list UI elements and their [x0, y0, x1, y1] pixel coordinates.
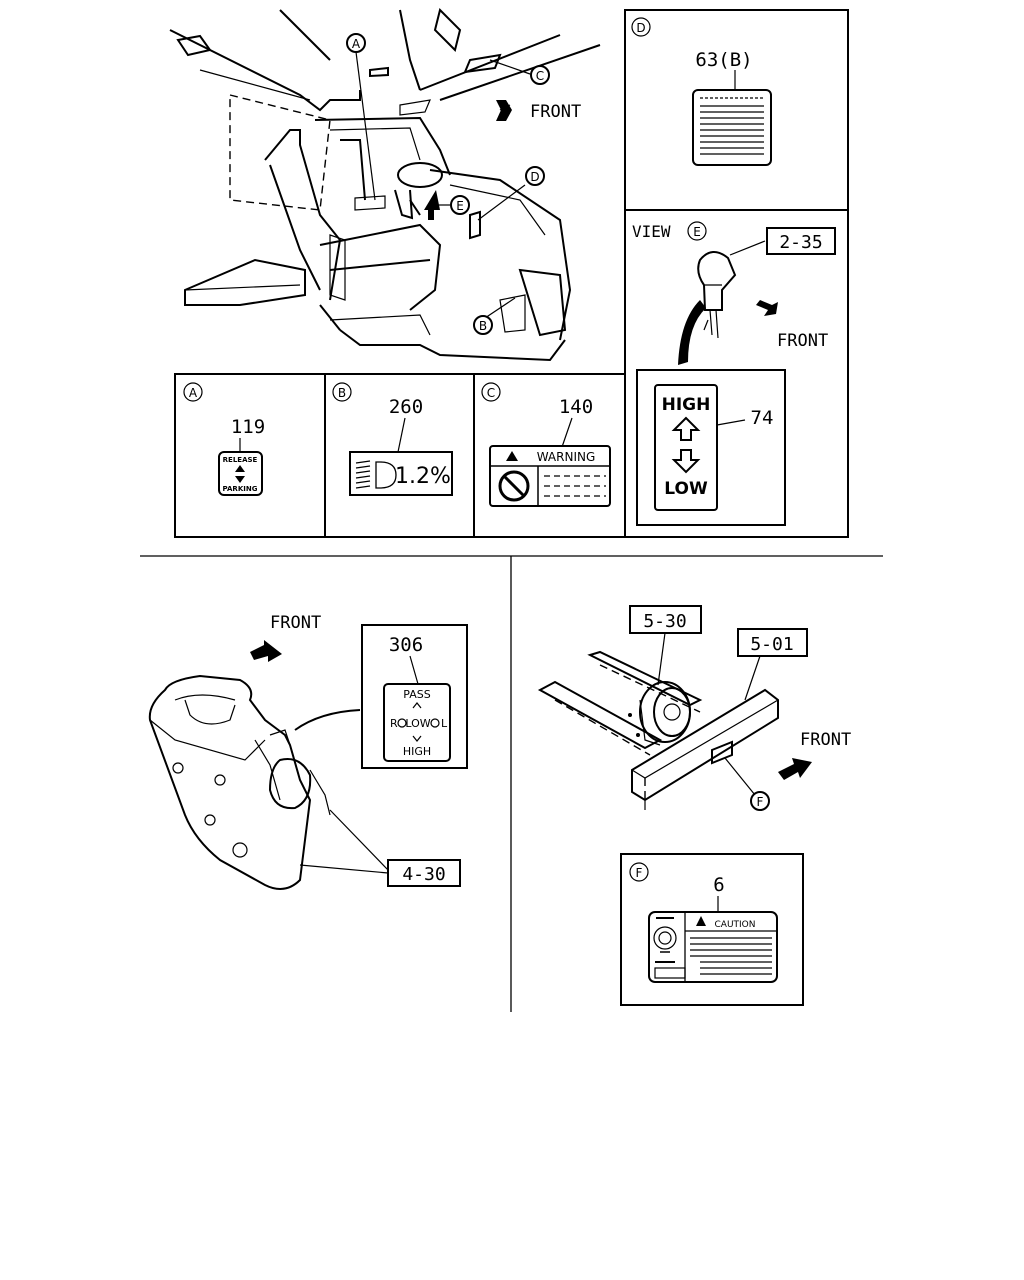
svg-text:E: E: [456, 199, 464, 213]
prohibition-icon: [498, 470, 530, 502]
ref-5-30: 5-30: [643, 611, 686, 632]
panel-d-letter: D: [636, 21, 645, 35]
front-arrow-icon: [250, 640, 282, 662]
view-label: VIEW: [632, 222, 671, 241]
panel-a-parking: PARKING: [223, 485, 258, 493]
ref-4-30: 4-30: [402, 864, 445, 885]
callout-d: D: [525, 166, 545, 186]
panel-b-value: 1.2%: [395, 464, 451, 489]
panel-f: F 6 CAUTION: [620, 853, 804, 1006]
dial-icon: [653, 926, 677, 950]
panel-d-part: 63(B): [695, 49, 752, 71]
panel-c: C 140 WARNING: [481, 382, 611, 507]
panel-c-letter: C: [487, 386, 495, 400]
stalk-part: 306: [389, 634, 423, 656]
ref-2-35: 2-35: [779, 232, 822, 253]
panel-c-part: 140: [559, 396, 593, 418]
panel-e-low: LOW: [664, 479, 708, 499]
arrow-down-icon: [671, 449, 701, 474]
stalk-low: LOW: [405, 717, 430, 730]
cab-interior-illustration: FRONT A C D E B: [169, 8, 601, 362]
callout-c: C: [530, 65, 550, 85]
stalk-high: HIGH: [403, 745, 431, 758]
callout-a: A: [346, 33, 366, 53]
stalk-pass: PASS: [403, 688, 430, 701]
svg-text:B: B: [479, 319, 487, 333]
panel-a: A 119 RELEASE PARKING: [183, 382, 265, 496]
panel-c-warning: WARNING: [537, 450, 596, 464]
stalk-r: R: [390, 717, 398, 730]
view-e-letter: E: [693, 225, 701, 239]
warning-icon: [506, 451, 518, 461]
svg-text:A: A: [352, 37, 361, 51]
front-label-switch: FRONT: [270, 613, 321, 633]
ref-5-01: 5-01: [750, 634, 793, 655]
panel-f-letter: F: [636, 866, 643, 880]
front-label-view-e: FRONT: [777, 331, 828, 351]
front-arrow-frame-icon: [778, 758, 812, 780]
caution-icon: [696, 916, 706, 926]
panel-a-letter: A: [189, 386, 198, 400]
callout-b: B: [473, 315, 493, 335]
panel-b: B 260 1.2%: [332, 382, 453, 496]
panel-d: D 63(B): [624, 9, 849, 211]
panel-a-release: RELEASE: [223, 456, 258, 464]
stalk-l: L: [441, 717, 448, 730]
front-label-cab: FRONT: [530, 102, 581, 122]
callout-e: E: [450, 195, 470, 215]
column-switch-illustration: FRONT 4-30 306 PASS R LOW L HIGH: [148, 613, 468, 890]
panel-b-letter: B: [338, 386, 346, 400]
panel-a-part: 119: [231, 416, 265, 438]
panel-f-part: 6: [713, 874, 724, 896]
frame-illustration: 5-30 5-01 F FRONT: [537, 605, 851, 811]
panel-view-e: VIEW E 2-35 FRONT HIGH LOW 74: [624, 209, 849, 538]
panel-e-part: 74: [751, 407, 774, 429]
arrow-up-icon: [671, 416, 701, 441]
headlamp-icon: [355, 460, 397, 489]
svg-text:C: C: [536, 69, 544, 83]
svg-text:D: D: [530, 170, 539, 184]
panel-b-part: 260: [389, 396, 423, 418]
callout-f: F: [757, 795, 764, 809]
panel-row-frame: [174, 373, 626, 538]
panel-e-high: HIGH: [662, 395, 711, 415]
panel-f-caution: CAUTION: [715, 920, 756, 930]
front-label-frame: FRONT: [800, 730, 851, 750]
